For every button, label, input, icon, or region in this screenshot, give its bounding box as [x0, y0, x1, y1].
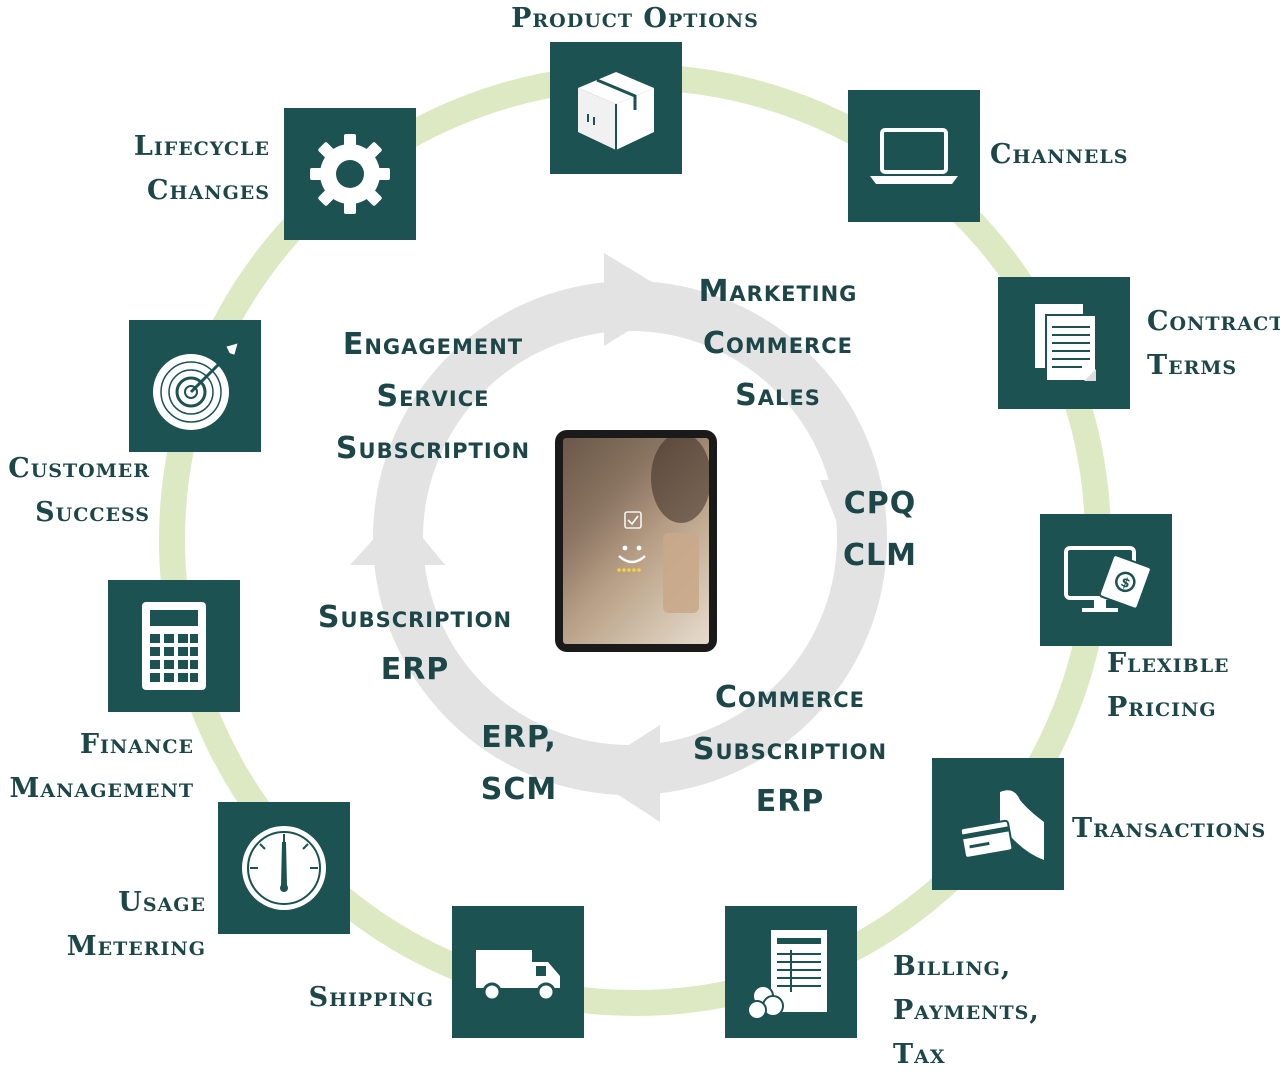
truck-icon — [476, 950, 560, 1002]
finance-management-tile — [108, 580, 240, 712]
product-options-tile — [550, 42, 682, 174]
label-shipping: Shipping — [308, 982, 434, 1013]
label-billing-payments-tax: Billing, Payments, Tax — [893, 951, 1040, 1070]
smiley-icon — [617, 438, 709, 613]
label-lifecycle-changes: Lifecycle Changes — [133, 131, 270, 206]
label-flexible-pricing: Flexible Pricing — [1107, 648, 1230, 723]
box-icon — [578, 72, 654, 150]
tablet-image — [555, 430, 717, 652]
inner-label-commerce-subscription-erp: Commerce Subscription ERP — [692, 680, 888, 819]
inner-label-subscription-erp: Subscription ERP — [317, 600, 513, 687]
flexible-pricing-tile: $ — [1040, 514, 1172, 646]
label-contract-terms: Contract Terms — [1147, 306, 1280, 381]
invoice-coins-icon — [747, 930, 827, 1020]
inner-label-cpq-clm: CPQ CLM — [843, 486, 917, 573]
tablet-screen — [563, 438, 709, 644]
label-usage-metering: Usage Metering — [66, 887, 206, 962]
gauge-icon — [242, 826, 326, 910]
laptop-icon — [870, 128, 958, 184]
customer-success-tile — [129, 320, 261, 452]
cycle-arrow-left — [350, 510, 445, 565]
monitor-money-icon: $ — [1064, 546, 1152, 612]
label-finance-management: Finance Management — [9, 729, 194, 804]
inner-label-erp-scm: ERP, SCM — [480, 720, 558, 807]
cycle-arrow-top — [604, 253, 680, 346]
contract-terms-tile — [998, 277, 1130, 409]
label-product-options: Product Options — [511, 3, 759, 34]
shipping-tile — [452, 906, 584, 1038]
card-payment-icon — [959, 790, 1044, 860]
cycle-arrow-right — [820, 480, 880, 555]
lifecycle-changes-tile — [284, 108, 416, 240]
label-transactions: Transactions — [1072, 813, 1267, 844]
label-customer-success: Customer Success — [8, 453, 150, 528]
label-channels: Channels — [990, 139, 1129, 170]
documents-icon — [1033, 302, 1097, 382]
channels-tile — [848, 90, 980, 222]
transactions-tile — [932, 758, 1064, 890]
inner-label-marketing-commerce-sales: Marketing Commerce Sales — [698, 274, 858, 413]
inner-label-engagement-service-subscription: Engagement Service Subscription — [335, 327, 531, 466]
cycle-arrow-bottom — [585, 725, 660, 822]
billing-tile — [725, 906, 857, 1038]
target-icon — [153, 340, 241, 430]
calculator-icon — [142, 602, 206, 690]
gear-icon — [310, 134, 390, 214]
usage-metering-tile — [218, 802, 350, 934]
